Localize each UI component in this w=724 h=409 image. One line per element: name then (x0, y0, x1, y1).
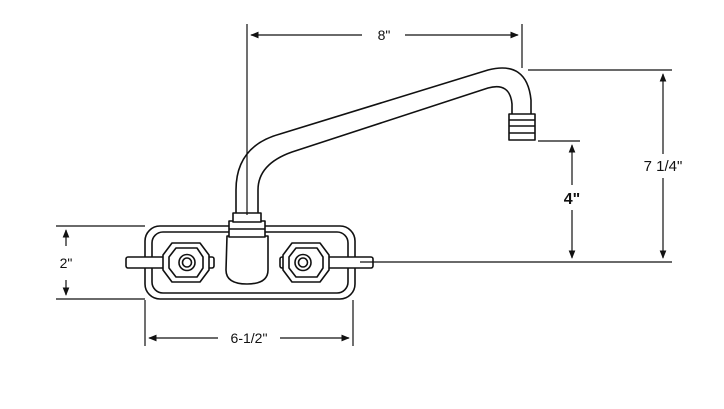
center-spacing-label: 6-1/2" (231, 330, 268, 346)
left-handle (125, 242, 215, 283)
right-handle (279, 242, 374, 283)
dimension-lines (56, 24, 672, 346)
aerator (508, 113, 536, 141)
backplate-height-label: 2" (60, 255, 73, 271)
faucet-drawing (125, 67, 536, 300)
overall-height-label: 7 1/4" (644, 158, 683, 175)
spout-reach-label: 8" (378, 27, 391, 43)
center-body (225, 235, 269, 285)
spout-clearance-label: 4" (564, 191, 580, 208)
spout-tube (235, 67, 532, 213)
